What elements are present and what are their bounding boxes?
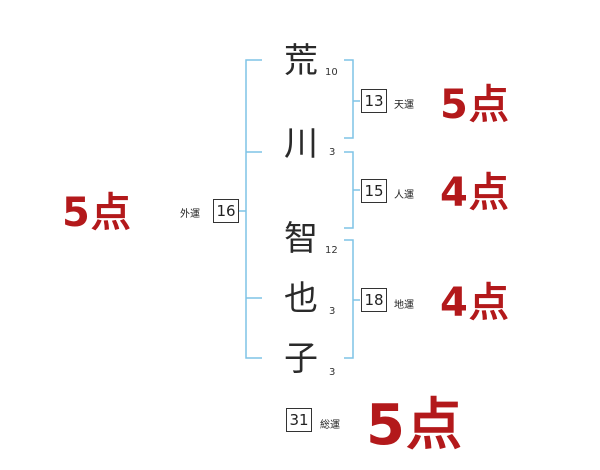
gaikaku-score: 5点 <box>62 190 132 236</box>
gaikaku-label: 外運 <box>180 209 200 220</box>
tenkaku-value-box: 13 <box>361 89 387 113</box>
name-char-3: 智 <box>284 219 318 259</box>
soukaku-score: 5点 <box>366 393 463 458</box>
soukaku-label: 総運 <box>320 420 340 431</box>
soukaku-value-box: 31 <box>286 408 312 432</box>
gaikaku-bracket <box>245 59 262 359</box>
tenkaku-label: 天運 <box>394 100 414 111</box>
gaikaku-value-box: 16 <box>213 199 239 223</box>
jinkaku-label: 人運 <box>394 190 414 201</box>
stroke-count-5: 3 <box>329 367 336 378</box>
jinkaku-bracket <box>344 151 354 229</box>
tenkaku-score: 5点 <box>440 82 510 128</box>
name-char-1: 荒 <box>284 41 318 81</box>
name-char-4: 也 <box>284 279 318 319</box>
jinkaku-value-box: 15 <box>361 179 387 203</box>
chikaku-bracket <box>344 239 354 359</box>
jinkaku-score: 4点 <box>440 170 510 216</box>
stroke-count-1: 10 <box>325 67 338 78</box>
name-char-2: 川 <box>284 124 318 164</box>
stroke-count-4: 3 <box>329 306 336 317</box>
stroke-count-2: 3 <box>329 147 336 158</box>
chikaku-label: 地運 <box>394 300 414 311</box>
stroke-count-3: 12 <box>325 245 338 256</box>
chikaku-score: 4点 <box>440 280 510 326</box>
chikaku-value-box: 18 <box>361 288 387 312</box>
tenkaku-bracket <box>344 59 354 139</box>
name-char-5: 子 <box>284 339 318 379</box>
